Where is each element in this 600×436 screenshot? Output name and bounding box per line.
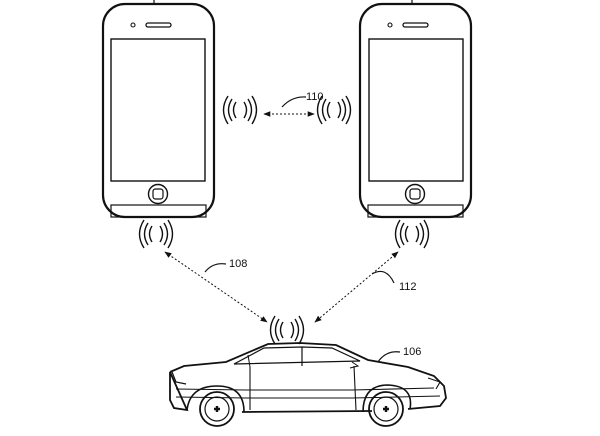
vehicle-ref-label: 106	[403, 346, 421, 358]
right-phone-bottom-signal-icon	[394, 219, 430, 249]
right-phone-car-link	[314, 251, 399, 323]
left-phone-bottom-signal-icon	[138, 219, 174, 249]
vehicle-leader	[377, 351, 401, 363]
left-smartphone-icon	[101, 0, 216, 219]
left-link-leader	[204, 263, 227, 273]
left-phone-car-link	[164, 251, 268, 323]
right-link-ref-label: 112	[399, 281, 417, 293]
car-signal-icon	[269, 315, 305, 345]
right-link-leader	[371, 270, 395, 284]
phone-link-ref-label: 110	[306, 91, 324, 103]
phone-link-leader	[281, 96, 307, 108]
left-phone-side-signal-icon	[222, 95, 258, 125]
car-icon	[169, 342, 447, 427]
right-smartphone-icon	[358, 0, 473, 219]
left-link-ref-label: 108	[229, 258, 247, 270]
